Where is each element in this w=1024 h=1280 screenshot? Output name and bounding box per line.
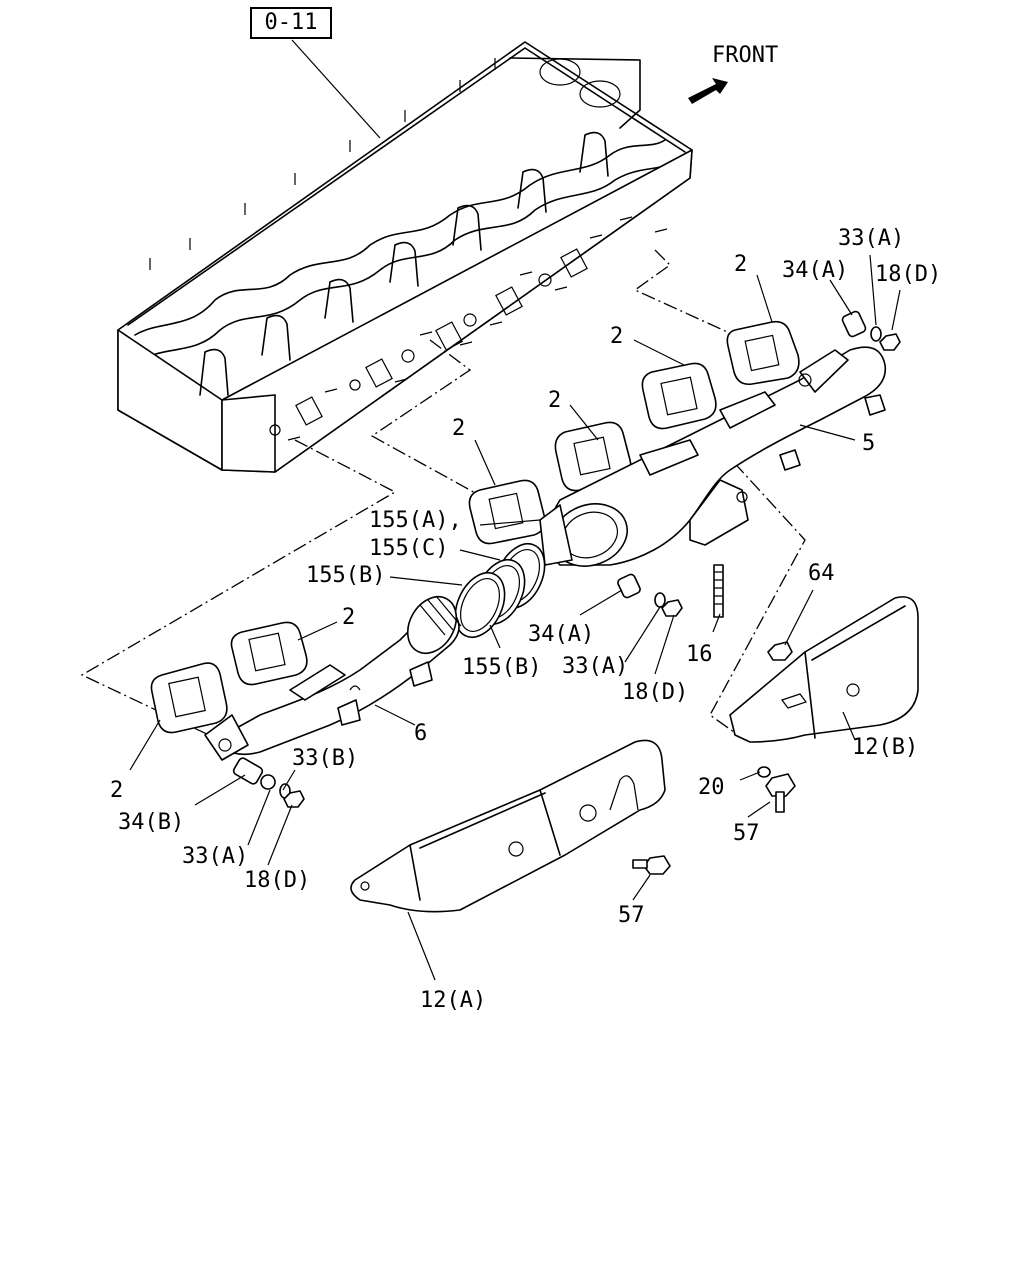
label-seal-155b-bottom: 155(B) (462, 655, 542, 680)
label-bolt-57-left: 57 (618, 903, 645, 928)
label-nut-64: 64 (808, 561, 835, 586)
label-gasket-2-d: 2 (452, 416, 466, 441)
stud-16 (713, 564, 724, 618)
label-seal-155b-left: 155(B) (306, 563, 386, 588)
label-heat-shield-12a: 12(A) (420, 988, 487, 1013)
seal-rings (454, 543, 546, 638)
label-nut-18d-top: 18(D) (875, 262, 942, 287)
label-gasket-2-b: 2 (610, 324, 624, 349)
exhaust-manifold-rear (539, 346, 887, 567)
label-washer-33a-top: 33(A) (838, 226, 905, 251)
leader-lines (129, 254, 901, 981)
exhaust-manifold-front (204, 595, 462, 761)
label-gasket-2-f: 2 (110, 778, 124, 803)
fasteners (232, 310, 901, 875)
label-washer-33b: 33(B) (292, 746, 359, 771)
label-nut-18d-bottom: 18(D) (244, 868, 311, 893)
label-seal-155a: 155(A), (369, 508, 462, 533)
label-nut-18d-mid: 18(D) (622, 680, 689, 705)
heat-shield-b (729, 596, 919, 743)
label-washer-20: 20 (698, 775, 725, 800)
heat-shield-a (350, 739, 666, 913)
label-stud-16: 16 (686, 642, 713, 667)
label-gasket-2-a: 2 (734, 252, 748, 277)
label-washer-33a-mid: 33(A) (562, 654, 629, 679)
label-seal-155c: 155(C) (369, 536, 449, 561)
front-arrow-icon (688, 78, 728, 104)
label-bolt-57-right: 57 (733, 821, 760, 846)
leader-0-11 (291, 39, 381, 139)
label-stud-34b: 34(B) (118, 810, 185, 835)
label-washer-33a-bottom: 33(A) (182, 844, 249, 869)
label-stud-34a-top: 34(A) (782, 258, 849, 283)
label-gasket-2-e: 2 (342, 605, 356, 630)
label-manifold-6: 6 (414, 721, 428, 746)
cylinder-head (117, 41, 693, 473)
label-manifold-5: 5 (862, 431, 876, 456)
label-heat-shield-12b: 12(B) (852, 735, 919, 760)
front-direction-label: FRONT (712, 43, 779, 68)
label-stud-34a-mid: 34(A) (528, 622, 595, 647)
reference-callout-0-11: 0-11 (250, 7, 332, 39)
label-gasket-2-c: 2 (548, 388, 562, 413)
